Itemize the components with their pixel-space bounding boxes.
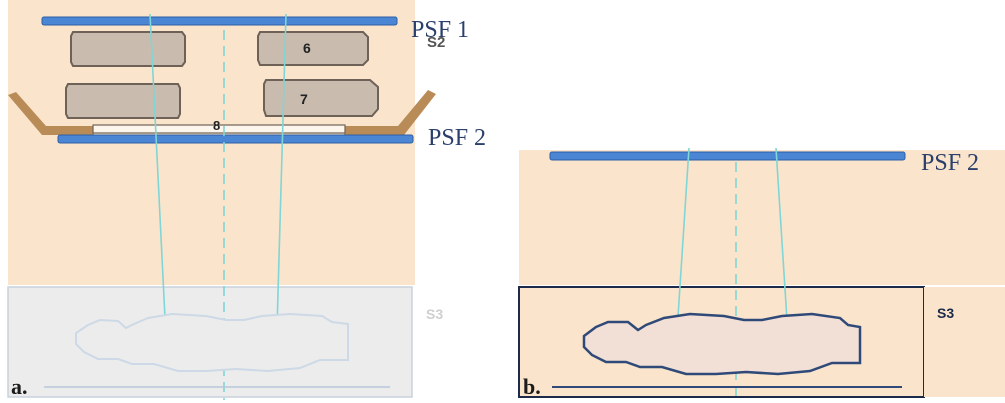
patient-contour-b xyxy=(582,312,862,376)
s3-label-a: S3 xyxy=(426,306,443,322)
tray-left-arm xyxy=(8,92,94,135)
ray-right-b xyxy=(775,147,789,337)
tray-right-arm xyxy=(344,90,436,135)
s3-label-b: S3 xyxy=(937,305,954,321)
ray-left-b xyxy=(676,147,690,333)
ray-left-a xyxy=(149,13,166,319)
tray-platform xyxy=(92,124,346,134)
panel-a: 6 7 8 PSF 1 S2 PSF 2 S3 a. xyxy=(7,0,486,400)
tray-8-label: 8 xyxy=(213,118,220,133)
patient-contour-a xyxy=(75,312,349,373)
block-bottom-left xyxy=(65,83,181,119)
block-6: 6 xyxy=(257,31,369,66)
panel-b-side-strip xyxy=(924,287,1005,397)
panel-b: PSF 2 S3 b. xyxy=(518,147,1005,400)
block-7-label: 7 xyxy=(300,91,308,107)
panel-a-letter: a. xyxy=(11,374,28,399)
psf2-plate-a xyxy=(57,134,414,144)
panel-b-letter: b. xyxy=(523,374,541,399)
psf2-label-a: PSF 2 xyxy=(428,125,486,151)
psf1-label: PSF 1 xyxy=(411,17,469,43)
s2-label: S2 xyxy=(427,34,445,51)
block-6-label: 6 xyxy=(303,40,311,56)
block-7: 7 xyxy=(263,79,379,117)
ray-right-a xyxy=(276,13,287,329)
psf1-plate xyxy=(41,16,398,26)
psf2-plate-b xyxy=(549,151,906,161)
psf2-label-b: PSF 2 xyxy=(921,150,979,176)
block-top-left xyxy=(70,31,186,67)
panel-b-background xyxy=(519,150,1005,285)
